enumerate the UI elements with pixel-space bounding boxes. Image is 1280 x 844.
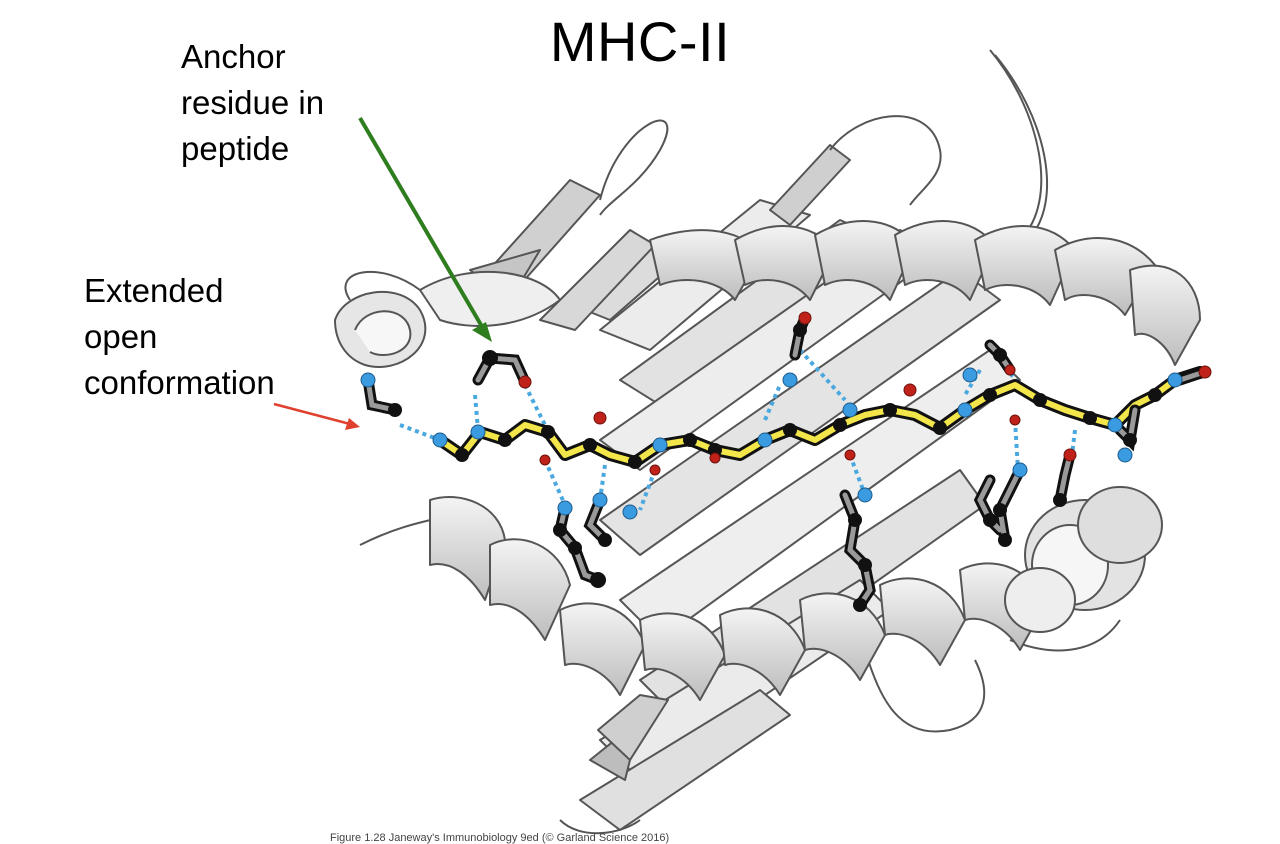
anchor-arrow-icon [358,116,492,342]
conformation-arrow-icon [273,402,360,430]
peptide-backbone [434,366,1206,468]
top-alpha-helix [649,220,1201,366]
anchor-label-line-1: Anchor [181,38,286,75]
anchor-residue-label: Anchor residue in peptide [181,34,324,172]
extended-label-line-2: open [84,318,158,355]
right-coil-helix [1004,486,1163,633]
left-loop-helix [334,270,561,368]
nitrogen-atoms [360,367,1183,520]
anchor-label-line-2: residue in [181,84,325,121]
extended-label-line-3: conformation [84,364,275,401]
extended-label-line-1: Extended [84,272,224,309]
figure-caption: Figure 1.28 Janeway's Immunobiology 9ed … [330,832,670,844]
extended-conformation-label: Extended open conformation [84,268,275,406]
slide-title: MHC-II [549,10,731,73]
oxygen-atoms [518,311,1212,476]
anchor-label-line-3: peptide [181,130,290,167]
carbon-atoms [388,323,1162,612]
